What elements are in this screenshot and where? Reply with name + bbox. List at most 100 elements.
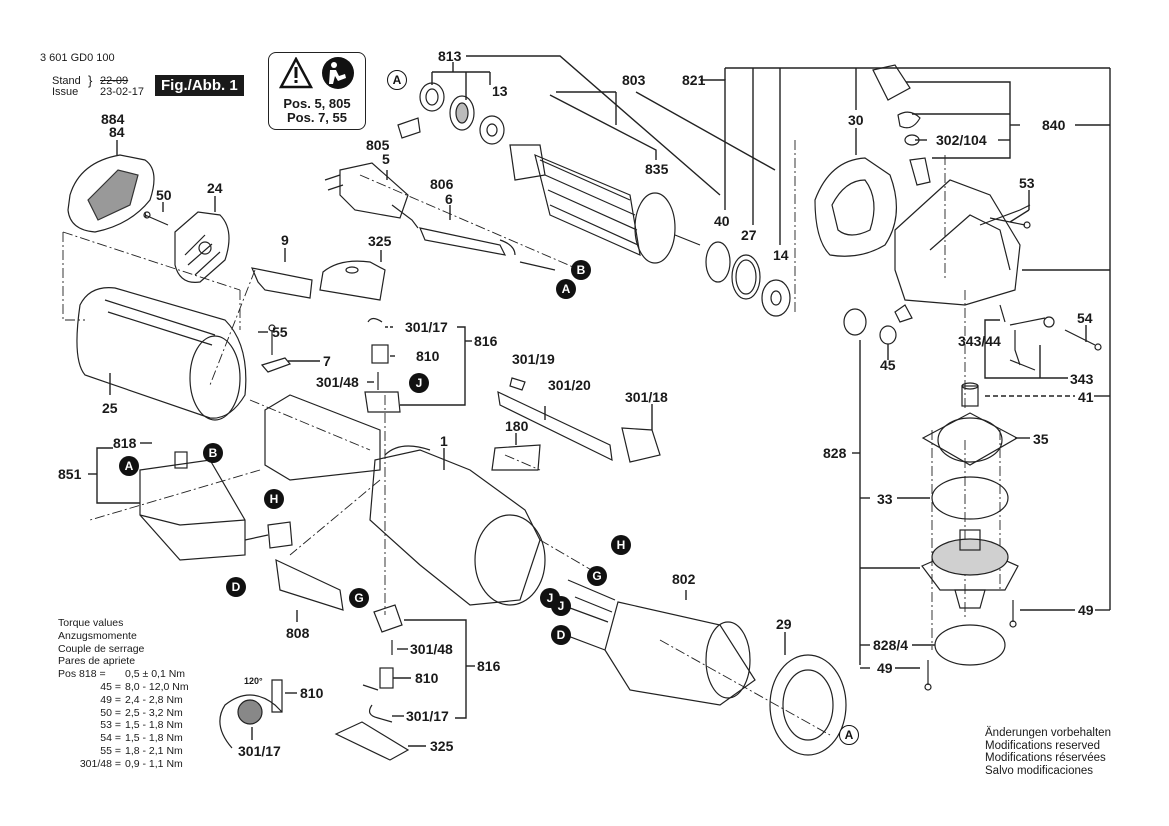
torque-row: 49 =2,4 - 2,8 Nm — [58, 694, 189, 707]
notice-line: Modifications reserved — [985, 739, 1101, 752]
callout-b: B — [571, 260, 591, 280]
callout-b: B — [203, 443, 223, 463]
torque-pos: Pos 818 = — [58, 668, 106, 681]
part-bearings-813 — [397, 82, 505, 145]
part-label: 302/104 — [936, 132, 987, 148]
issue-date: 23-02-17 — [100, 86, 145, 98]
part-screw-50 — [143, 211, 169, 226]
torque-value: 1,8 - 2,1 Nm — [125, 744, 183, 757]
angle-label: 120° — [244, 676, 263, 686]
callout-a: A — [556, 279, 576, 299]
torque-value: 2,4 - 2,8 Nm — [125, 693, 183, 706]
part-spring-coil — [219, 679, 283, 749]
part-label: 29 — [776, 616, 792, 632]
callout-a: A — [839, 725, 859, 745]
part-label: 40 — [714, 213, 730, 229]
part-label: 325 — [368, 233, 392, 249]
part-label: 27 — [741, 227, 757, 243]
callout-d: D — [226, 577, 246, 597]
part-cable-806 — [419, 227, 556, 271]
callout-a: A — [387, 70, 407, 90]
part-flange-35 — [921, 412, 1019, 466]
part-label: 5 — [382, 151, 390, 167]
part-label: 41 — [1078, 389, 1094, 405]
part-label: 851 — [58, 466, 82, 482]
part-label: 325 — [430, 738, 454, 754]
callout-h: H — [611, 535, 631, 555]
torque-value: 2,5 - 3,2 Nm — [125, 706, 183, 719]
torque-row: 54 =1,5 - 1,8 Nm — [58, 732, 189, 745]
figure-label: Fig./Abb. 1 — [155, 75, 244, 96]
part-label: 54 — [1077, 310, 1093, 326]
part-label: 35 — [1033, 431, 1049, 447]
torque-values-table: Torque values Anzugsmomente Couple de se… — [58, 617, 189, 771]
part-label: 55 — [272, 324, 288, 340]
part-label: 301/18 — [625, 389, 668, 405]
part-label: 884 — [101, 111, 125, 127]
part-label: 50 — [156, 187, 172, 203]
torque-row: 50 =2,5 - 3,2 Nm — [58, 707, 189, 720]
part-label: 301/17 — [406, 708, 449, 724]
notice-line: Modifications réservées — [985, 752, 1106, 765]
part-label: 808 — [286, 625, 310, 641]
torque-row: 55 = 1,8 - 2,1 Nm — [58, 745, 189, 758]
part-label: 301/48 — [410, 641, 453, 657]
part-brush-holder-top — [364, 317, 401, 413]
torque-value: 8,0 - 12,0 Nm — [125, 680, 189, 693]
part-label-180 — [491, 444, 541, 471]
part-bushing-41 — [961, 382, 979, 407]
part-field-802 — [559, 579, 756, 706]
part-endcap-29 — [769, 654, 847, 756]
part-rings-40-27-14 — [705, 241, 791, 317]
callout-h: H — [264, 489, 284, 509]
warning-line-1: Pos. 5, 805 — [283, 96, 351, 111]
part-screw-53 — [989, 217, 1031, 229]
part-label: 810 — [415, 670, 439, 686]
torque-pos: 55 = — [100, 744, 121, 757]
part-label: 816 — [477, 658, 501, 674]
part-label: 13 — [492, 83, 508, 99]
old-date: 22-09 — [100, 75, 129, 87]
part-screw-55 — [268, 324, 276, 355]
part-label: 810 — [300, 685, 324, 701]
part-label: 9 — [281, 232, 289, 248]
part-label: 828 — [823, 445, 847, 461]
part-label-325-top — [319, 260, 386, 301]
part-label: 1 — [440, 433, 448, 449]
part-label: 49 — [877, 660, 893, 676]
part-oring-828-4 — [934, 624, 1006, 666]
part-label: 828/4 — [873, 637, 909, 653]
torque-title: Anzugsmomente — [58, 629, 137, 642]
callout-g: G — [587, 566, 607, 586]
part-label: 818 — [113, 435, 137, 451]
torque-row: Pos 818 =0,5 ± 0,1 Nm — [58, 668, 189, 681]
callout-g: G — [349, 588, 369, 608]
part-label: 49 — [1078, 602, 1094, 618]
stand-label: Stand — [52, 75, 81, 87]
part-screws-49 — [924, 600, 1017, 691]
torque-title: Torque values — [58, 617, 124, 629]
part-motor-housing-25 — [76, 287, 247, 421]
part-lever-343 — [999, 304, 1102, 371]
part-label: 301/19 — [512, 351, 555, 367]
part-oring-33 — [931, 476, 1009, 520]
warning-line-2: Pos. 7, 55 — [287, 110, 347, 125]
part-label: 821 — [682, 72, 706, 88]
part-label: 301/17 — [405, 319, 448, 335]
torque-title: Pares de apriete — [58, 655, 136, 668]
part-label: 813 — [438, 48, 462, 64]
notice-line: Salvo modificaciones — [985, 764, 1094, 777]
callout-j: J — [409, 373, 429, 393]
torque-row: 53 =1,5 - 1,8 Nm — [58, 719, 189, 732]
part-label: 805 — [366, 137, 390, 153]
modifications-notice: Änderungen vorbehalten Modifications res… — [985, 727, 1111, 777]
part-label: 802 — [672, 571, 696, 587]
warning-triangle-icon — [279, 57, 313, 89]
part-plug-805 — [324, 162, 419, 229]
part-label: 301/48 — [316, 374, 359, 390]
part-label: 25 — [102, 400, 118, 416]
part-label: 14 — [773, 247, 789, 263]
part-label: 806 — [430, 176, 454, 192]
callout-d: D — [551, 625, 571, 645]
